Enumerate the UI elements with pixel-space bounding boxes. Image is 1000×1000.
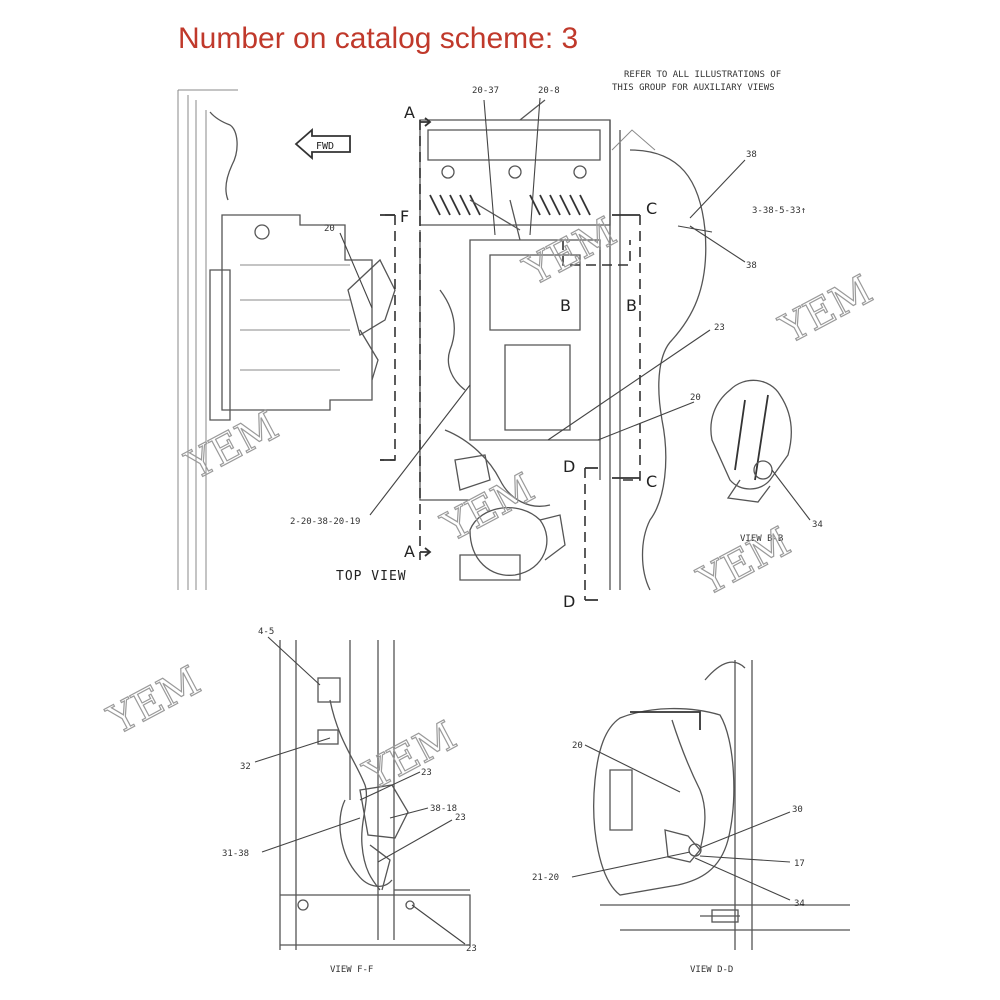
note-line-2: THIS GROUP FOR AUXILIARY VIEWS xyxy=(612,83,775,93)
callout-20-left: 20 xyxy=(324,224,335,234)
callout-23-view-ff-lower: 23 xyxy=(466,944,477,954)
callout-20-8: 20-8 xyxy=(538,86,560,96)
watermark-text: YEM xyxy=(516,209,624,295)
section-d-top: D xyxy=(563,457,575,476)
watermark-text: YEM xyxy=(690,519,798,605)
callout-4-5: 4-5 xyxy=(258,627,274,637)
caption-view-bb: VIEW B-B xyxy=(740,534,783,544)
top-view-drawing xyxy=(177,89,707,601)
callout-38-upper: 38 xyxy=(746,150,757,160)
callout-2-20-38-20-19: 2-20-38-20-19 xyxy=(290,517,360,527)
watermark-text: YEM xyxy=(178,403,286,489)
section-c-bottom: C xyxy=(646,472,657,491)
callout-20-37: 20-37 xyxy=(472,86,499,96)
callout-23-view-ff-upper: 23 xyxy=(421,768,432,778)
section-b-right: B xyxy=(626,296,637,315)
section-a-bottom: A xyxy=(404,542,415,561)
view-ff-drawing: 4-5 32 23 38-18 31-38 23 23 VIEW F-F xyxy=(222,627,477,975)
watermark-text: YEM xyxy=(100,658,208,744)
caption-view-dd: VIEW D-D xyxy=(690,965,733,975)
callout-31-38: 31-38 xyxy=(222,849,249,859)
view-dd-drawing: 20 30 17 21-20 34 VIEW D-D xyxy=(532,660,850,975)
section-d-bottom: D xyxy=(563,592,575,611)
fwd-label: FWD xyxy=(316,141,334,152)
callout-32: 32 xyxy=(240,762,251,772)
section-c-top: C xyxy=(646,199,657,218)
callout-21-20: 21-20 xyxy=(532,873,559,883)
section-a-top: A xyxy=(404,103,415,122)
callout-23-top-view: 23 xyxy=(714,323,725,333)
view-bb-drawing: 34 VIEW B-B xyxy=(710,379,823,544)
note-line-1: REFER TO ALL ILLUSTRATIONS OF xyxy=(624,70,781,80)
catalog-scheme-title: Number on catalog scheme: 3 xyxy=(178,22,579,55)
callout-34-view-bb: 34 xyxy=(812,520,823,530)
section-b-left: B xyxy=(560,296,571,315)
forward-arrow-icon: FWD xyxy=(294,128,351,160)
callout-34-view-dd: 34 xyxy=(794,899,805,909)
callout-17: 17 xyxy=(794,859,805,869)
watermark-text: YEM xyxy=(434,465,542,551)
callout-23-view-ff-middle: 23 xyxy=(455,813,466,823)
callout-30: 30 xyxy=(792,805,803,815)
watermark-text: YEM xyxy=(772,267,880,353)
callout-38-18: 38-18 xyxy=(430,804,457,814)
caption-top-view: TOP VIEW xyxy=(336,569,407,584)
watermark-text: YEM xyxy=(356,713,464,799)
callout-20-right: 20 xyxy=(690,393,701,403)
callout-3-38-5-33: 3-38-5-33↑ xyxy=(752,206,806,216)
callout-20-view-dd: 20 xyxy=(572,741,583,751)
caption-view-ff: VIEW F-F xyxy=(330,965,373,975)
callout-38-lower: 38 xyxy=(746,261,757,271)
section-f: F xyxy=(400,207,409,226)
